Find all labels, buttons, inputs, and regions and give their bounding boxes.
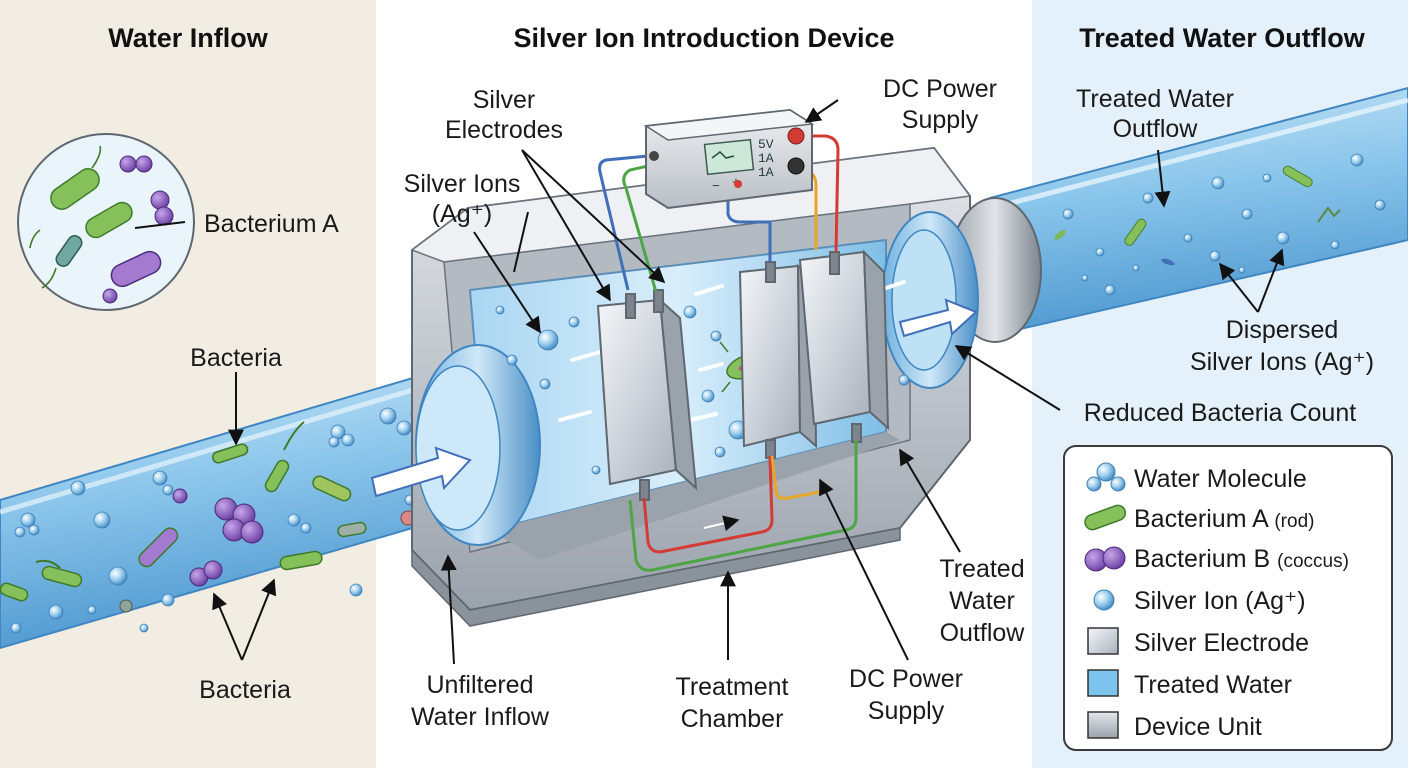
rod-bacterium-icon (1084, 504, 1127, 531)
heading-silver-ion-device: Silver Ion Introduction Device (513, 23, 894, 53)
label-treated-outflow-top-line2: Outflow (1113, 115, 1199, 143)
label-dc-power-bottom-line1: DC Power (849, 665, 963, 693)
positive-terminal (787, 127, 805, 145)
coccus-bacterium-icon (1084, 546, 1126, 572)
label-bacteria-lower: Bacteria (199, 676, 291, 704)
label-bacteria-upper: Bacteria (190, 344, 282, 372)
outflow-pipe (989, 86, 1408, 338)
current-arrow (703, 515, 740, 532)
label-treatment-chamber-line1: Treatment (675, 673, 788, 701)
silver-electrode-swatch (1087, 627, 1119, 655)
dc-power-supply: 5V 1A 1A − + (643, 108, 815, 210)
label-dispersed-ions-line2: Silver Ions (Ag⁺) (1190, 348, 1374, 376)
label-treated-outflow-mid-line2: Water (949, 587, 1015, 615)
label-unfiltered-inflow-line1: Unfiltered (427, 671, 534, 699)
silver-electrodes (596, 249, 890, 501)
output-terminal (649, 151, 659, 161)
power-readout-amps-1: 1A (758, 151, 774, 166)
legend-label-bacterium-a: Bacterium A (rod) (1134, 505, 1314, 533)
label-silver-ions-line2: (Ag⁺) (432, 200, 492, 228)
label-reduced-bacteria-count: Reduced Bacteria Count (1084, 399, 1356, 427)
label-unfiltered-inflow-line2: Water Inflow (411, 703, 550, 731)
minus-terminal-label: − (712, 179, 720, 194)
label-dispersed-ions-line1: Dispersed (1226, 316, 1339, 344)
legend-label-bacterium-b: Bacterium B (coccus) (1134, 545, 1349, 573)
heading-water-inflow: Water Inflow (108, 23, 268, 53)
label-dc-power-bottom-line2: Supply (868, 697, 945, 725)
label-treated-outflow-mid-line1: Treated (939, 555, 1024, 583)
legend-label-device-unit: Device Unit (1134, 713, 1262, 741)
legend-box (1063, 445, 1393, 751)
heading-treated-water-outflow: Treated Water Outflow (1079, 23, 1366, 53)
device-unit-swatch (1087, 711, 1119, 739)
legend: Water Molecule Bacterium A (rod) Bacteri… (1063, 445, 1393, 751)
negative-terminal (787, 157, 805, 175)
label-treated-outflow-top-line1: Treated Water (1076, 85, 1234, 113)
legend-label-silver-ion: Silver Ion (Ag⁺) (1134, 587, 1306, 615)
label-dc-power-top-line1: DC Power (883, 75, 997, 103)
label-dc-power-top-line2: Supply (902, 106, 979, 134)
legend-label-water-molecule: Water Molecule (1134, 465, 1307, 493)
power-readout-amps-2: 1A (758, 165, 774, 180)
legend-label-silver-electrode: Silver Electrode (1134, 629, 1309, 657)
inflow-pipe (0, 368, 441, 650)
label-treatment-chamber-line2: Chamber (681, 705, 784, 733)
power-indicator-led (734, 180, 742, 188)
silver-ion-icon (1093, 589, 1115, 611)
leader-lines (134, 99, 1285, 665)
legend-label-treated-water: Treated Water (1134, 671, 1292, 699)
water-molecule-icon (1086, 462, 1126, 492)
label-bacterium-a: Bacterium A (204, 210, 339, 238)
bacteria-inset (17, 133, 195, 311)
flow-arrows (370, 298, 978, 498)
label-treated-outflow-mid-line3: Outflow (940, 619, 1026, 647)
power-wires (598, 134, 858, 572)
treated-water-swatch (1087, 669, 1119, 697)
power-readout-volts: 5V (758, 137, 774, 152)
label-silver-ions-line1: Silver Ions (404, 170, 521, 198)
label-silver-electrodes-line1: Silver (473, 86, 536, 114)
label-silver-electrodes-line2: Electrodes (445, 116, 563, 144)
inflow-panel-background (0, 0, 376, 768)
